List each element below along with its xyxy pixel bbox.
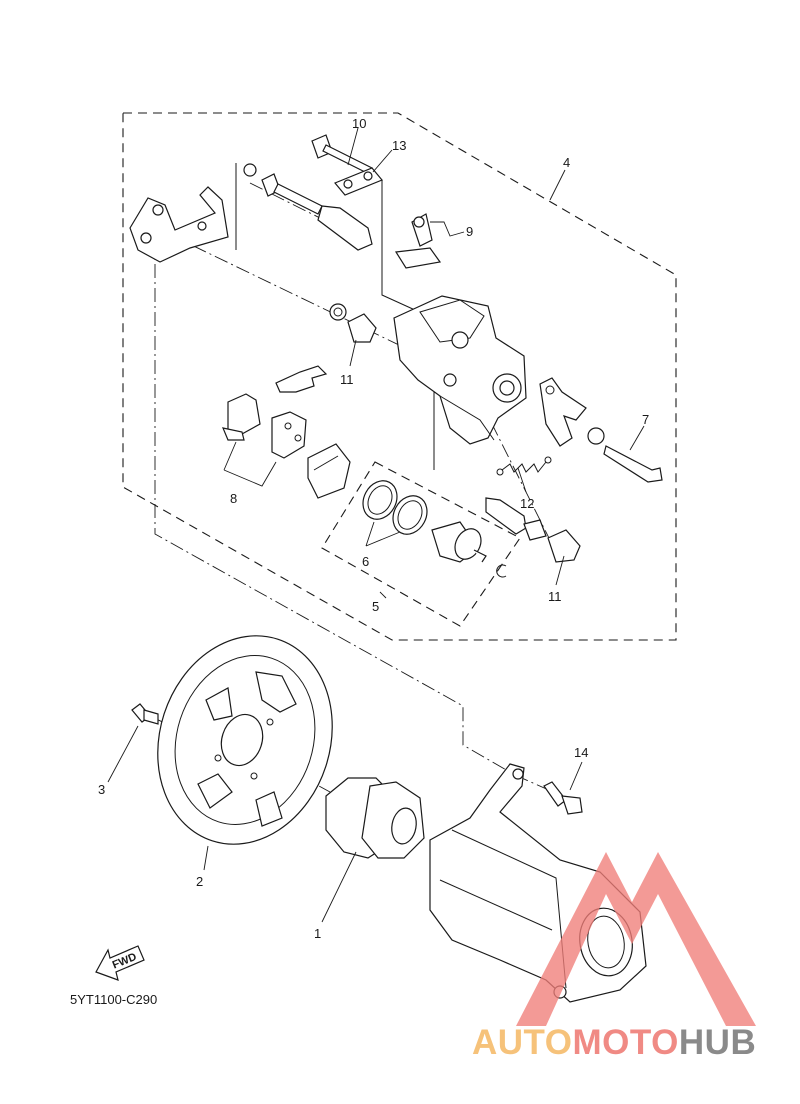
part-label-12: 12 (520, 496, 534, 511)
leader-3 (107, 725, 139, 783)
bleed-screw-9 (394, 213, 442, 269)
pad-spring-clip (275, 365, 328, 393)
part-label-5: 5 (372, 599, 379, 614)
bolt-7 (587, 427, 663, 483)
part-label-11-lower: 11 (548, 589, 562, 604)
piston (431, 521, 487, 563)
bolt-14 (543, 781, 583, 815)
bolt-10 (311, 134, 373, 175)
part-label-1: 1 (314, 926, 321, 941)
centerline-pin-upper (249, 182, 371, 244)
leader-9 (430, 221, 465, 237)
spring-12 (496, 456, 552, 476)
part-label-13: 13 (392, 138, 406, 153)
leader-4 (549, 169, 566, 201)
caliper-bracket (129, 186, 229, 263)
leader-2 (203, 845, 209, 871)
part-label-10: 10 (352, 116, 366, 131)
caliper-assembly-outline (122, 112, 677, 641)
axle-housing (429, 763, 647, 1003)
dust-boot-right (547, 529, 581, 563)
watermark-auto: AUTO (472, 1023, 573, 1062)
part-label-14: 14 (574, 745, 588, 760)
guide-caliper-vert (381, 180, 416, 311)
piston-seals-6 (362, 480, 428, 535)
part-label-6: 6 (362, 554, 369, 569)
leader-8 (223, 441, 277, 487)
brake-disc-2 (157, 635, 333, 845)
pad-shim (307, 443, 351, 499)
part-label-4: 4 (563, 155, 570, 170)
part-label-11-upper: 11 (340, 372, 354, 387)
leader-1 (321, 851, 357, 923)
watermark-text: AUTOMOTOHUB (472, 1023, 756, 1062)
watermark-moto: MOTO (573, 1023, 679, 1062)
part-label-7: 7 (642, 412, 649, 427)
watermark-triangle-outer (516, 852, 756, 1026)
clip-13 (334, 167, 383, 196)
leader-14 (569, 761, 583, 791)
leader-5 (379, 591, 387, 599)
part-label-8: 8 (230, 491, 237, 506)
snap-ring (496, 564, 507, 578)
piston-seal-kit-outline (321, 461, 521, 627)
brake-pad-8-right (271, 411, 307, 459)
watermark-logo (516, 852, 756, 1026)
bolt-3 (131, 703, 159, 725)
forward-arrow: FWD (95, 945, 145, 981)
leader-11b (555, 555, 565, 586)
diagram-code: 5YT1100-C290 (70, 992, 157, 1007)
leader-12 (517, 467, 527, 493)
part-label-2: 2 (196, 874, 203, 889)
centerline-bracket-down (154, 240, 516, 776)
leader-10 (347, 127, 359, 166)
brake-pad-8-left (222, 393, 261, 441)
dust-boot-left (329, 303, 377, 343)
watermark-hub: HUB (679, 1023, 756, 1062)
slide-pin-upper (243, 163, 373, 251)
part-label-3: 3 (98, 782, 105, 797)
leader-13 (372, 149, 393, 173)
leader-7 (629, 425, 645, 451)
leader-11a (349, 339, 357, 367)
slide-pin-lower (485, 497, 547, 541)
hub-1 (325, 777, 425, 859)
part-label-9: 9 (466, 224, 473, 239)
caliper-body (393, 295, 527, 445)
lever-arm (539, 377, 587, 447)
leader-6 (365, 521, 401, 547)
